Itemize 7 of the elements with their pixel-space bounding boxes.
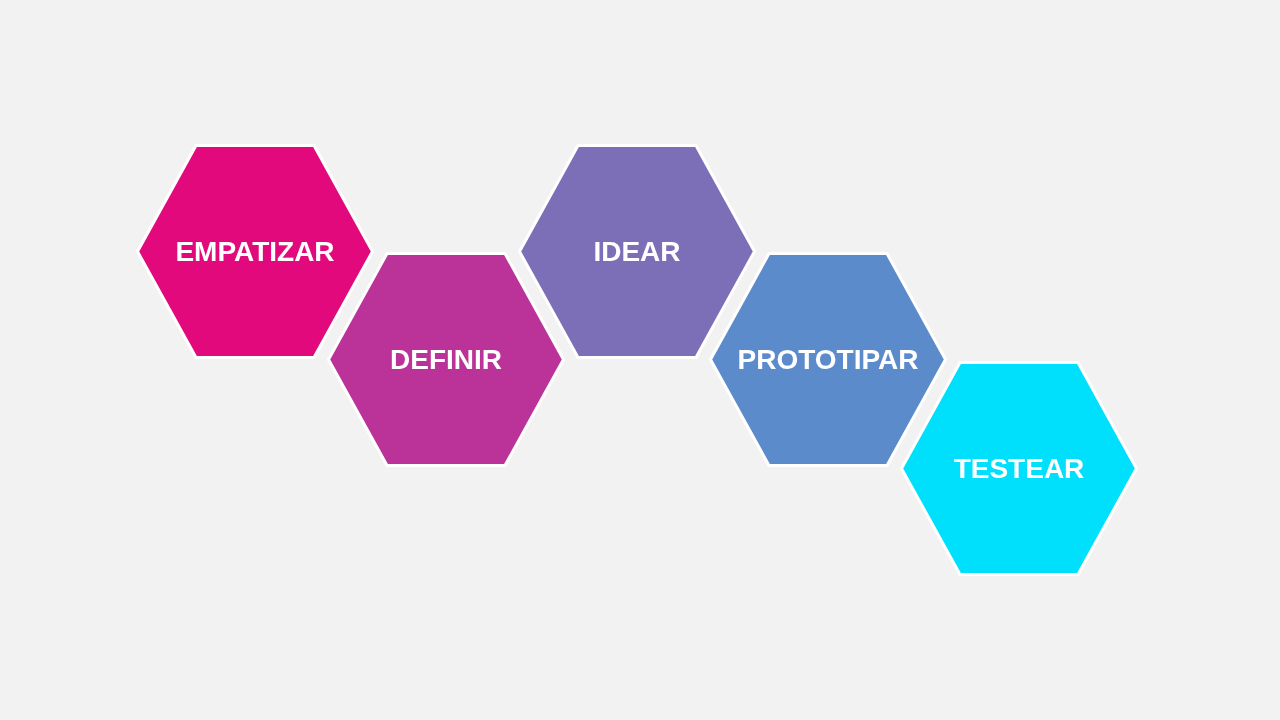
step-label: EMPATIZAR [175,235,335,269]
step-label: PROTOTIPAR [737,343,919,377]
hexagon-step [709,252,947,467]
step-label: DEFINIR [390,343,502,377]
step-label: IDEAR [593,235,681,269]
step-label: TESTEAR [953,452,1085,486]
hexagon-step [136,144,374,359]
